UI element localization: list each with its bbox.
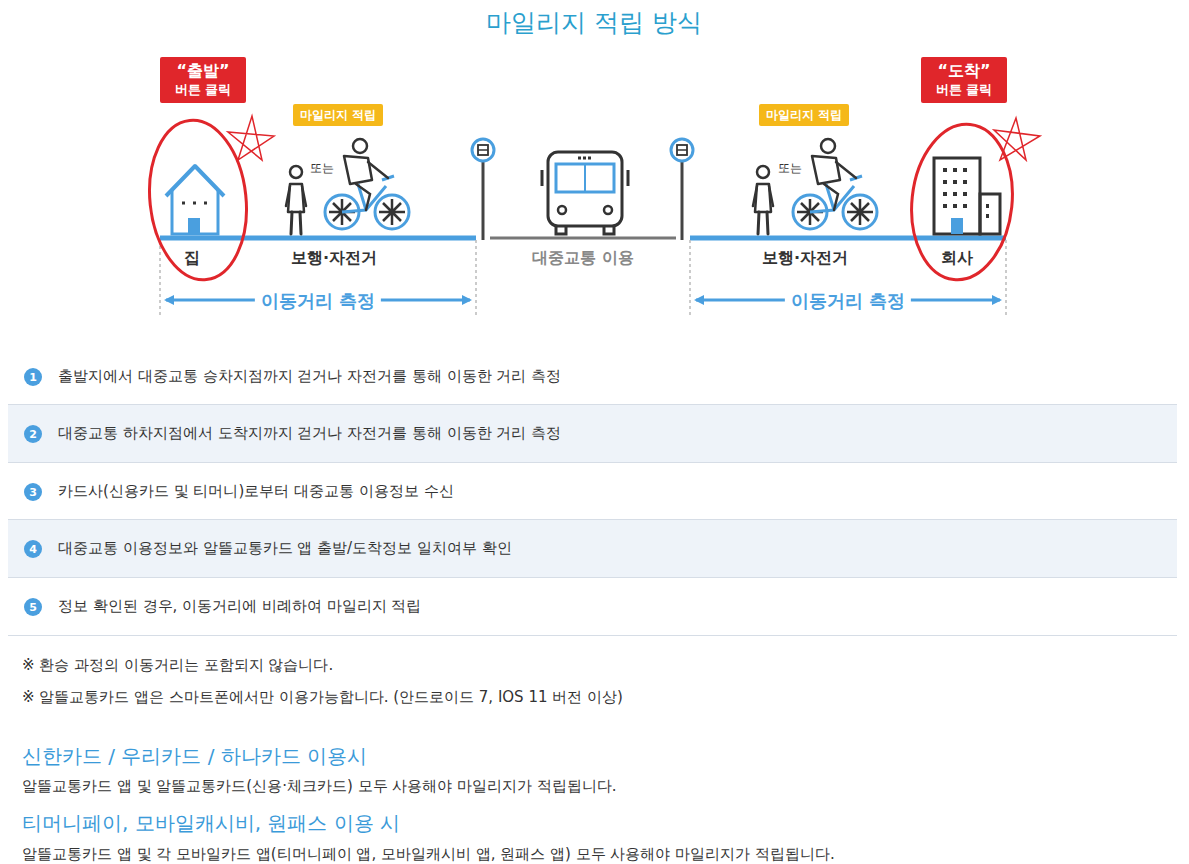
callout-text: 4 (29, 544, 37, 555)
text-label: 보행·자전거 (291, 248, 377, 269)
step-text: 대중교통 하차지점에서 도착지까지 걷거나 자전거를 통해 이동한 거리 측정 (58, 424, 561, 443)
step-text: 정보 확인된 경우, 이동거리에 비례하여 마일리지 적립 (58, 597, 421, 616)
diagram-title: 마일리지 적립 방식 (486, 6, 702, 39)
button-callout: “도착”버튼 클릭 (921, 57, 1007, 103)
callout-number: 2 (24, 425, 42, 443)
step-row: 출발지에서 대중교통 승차지점까지 걷거나 자전거를 통해 이동한 거리 측정 1 (8, 348, 1177, 405)
step-text: 카드사(신용카드 및 티머니)로부터 대중교통 이용정보 수신 (58, 482, 454, 501)
text-label: 알뜰교통카드 앱 및 알뜰교통카드(신용·체크카드) 모두 사용해야 마일리지가… (22, 777, 617, 796)
step-text: 출발지에서 대중교통 승차지점까지 걷거나 자전거를 통해 이동한 거리 측정 (58, 367, 561, 386)
button-callout: “출발”버튼 클릭 (160, 57, 246, 103)
callout-body: 버튼 클릭 (936, 81, 993, 99)
text-label: 회사 (941, 248, 973, 269)
text-label: 또는 (778, 160, 802, 177)
callout-body: 버튼 클릭 (175, 81, 232, 99)
callout-text: 3 (29, 487, 37, 498)
text-label: 집 (184, 248, 200, 269)
step-row: 대중교통 이용정보와 알뜰교통카드 앱 출발/도착정보 일치여부 확인 4 (8, 520, 1177, 578)
step-row: 정보 확인된 경우, 이동거리에 비례하여 마일리지 적립 5 (8, 578, 1177, 636)
text-label: 이동거리 측정 (785, 289, 911, 313)
callout-text: 2 (29, 429, 37, 440)
tag-text: 마일리지 적립 (766, 108, 842, 122)
text-label: 이동거리 측정 (255, 289, 381, 313)
callout-text: 1 (29, 372, 37, 383)
section-heading: 신한카드 / 우리카드 / 하나카드 이용시 (22, 743, 367, 770)
text-label: ※ 환승 과정의 이동거리는 포함되지 않습니다. (22, 656, 333, 675)
callout-number: 1 (24, 368, 42, 386)
step-text: 대중교통 이용정보와 알뜰교통카드 앱 출발/도착정보 일치여부 확인 (58, 539, 512, 558)
text-label: 알뜰교통카드 앱 및 각 모바일카드 앱(티머니페이 앱, 모바일캐시비 앱, … (22, 845, 835, 864)
mileage-tag: 마일리지 적립 (759, 104, 849, 126)
callout-number: 4 (24, 540, 42, 558)
text-label: 또는 (310, 160, 334, 177)
section-heading: 티머니페이, 모바일캐시비, 원패스 이용 시 (22, 810, 400, 837)
callout-text: 5 (29, 602, 37, 613)
mileage-tag: 마일리지 적립 (293, 104, 383, 126)
callout-heading: “도착” (937, 61, 990, 81)
text-label: 보행·자전거 (762, 248, 848, 269)
text-label: 대중교통 이용 (532, 248, 634, 269)
callout-number: 5 (24, 598, 42, 616)
step-row: 대중교통 하차지점에서 도착지까지 걷거나 자전거를 통해 이동한 거리 측정 2 (8, 405, 1177, 463)
text-label: ※ 알뜰교통카드 앱은 스마트폰에서만 이용가능합니다. (안드로이드 7, I… (22, 688, 623, 707)
step-row: 카드사(신용카드 및 티머니)로부터 대중교통 이용정보 수신 3 (8, 463, 1177, 520)
callout-number: 3 (24, 483, 42, 501)
callout-heading: “출발” (176, 61, 229, 81)
tag-text: 마일리지 적립 (300, 108, 376, 122)
